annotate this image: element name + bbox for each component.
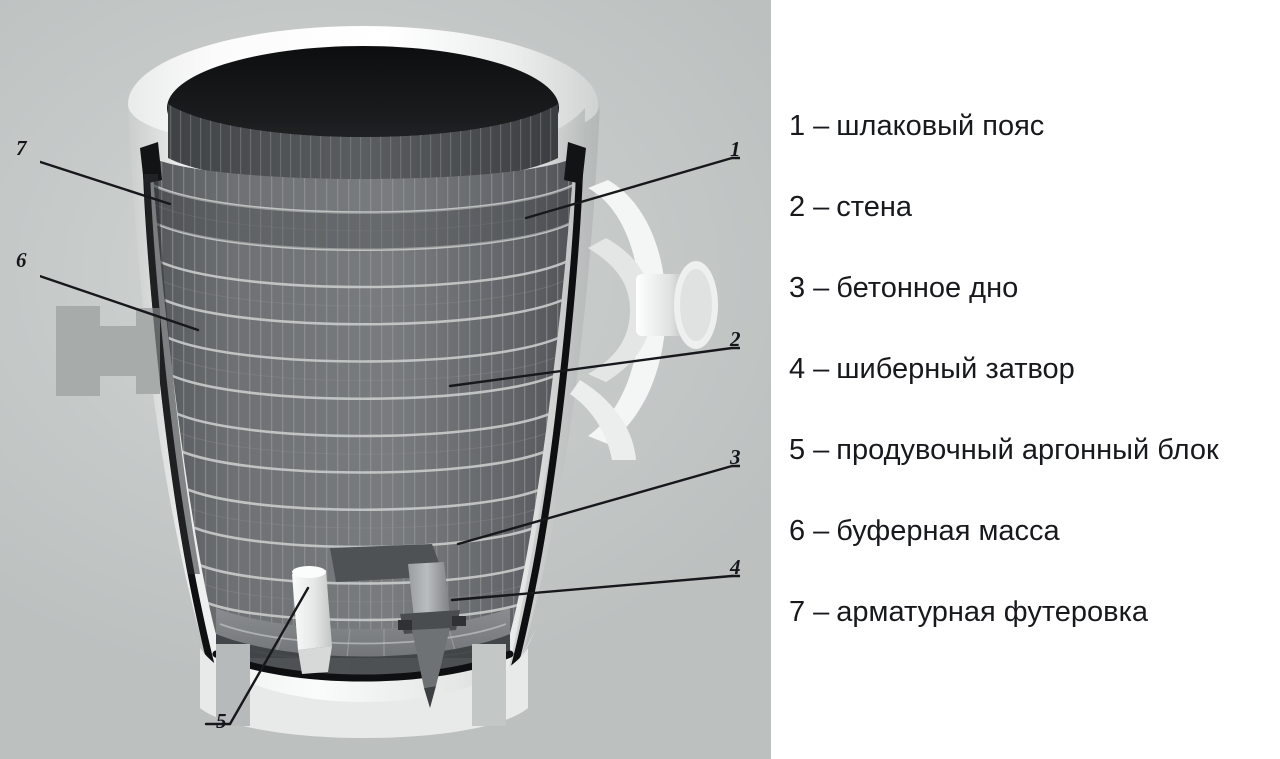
legend-label-6: буферная масса — [836, 515, 1060, 547]
legend-label-5: продувочный аргонный блок — [836, 434, 1219, 466]
argon-purging-block — [292, 566, 332, 674]
callout-7: 7 — [16, 136, 27, 160]
legend-label-7: арматурная футеровка — [836, 596, 1149, 628]
leader-lines — [40, 156, 740, 726]
legend-dash-1: – — [813, 110, 830, 142]
support-leg-right — [472, 644, 506, 726]
figure-panel: 7 6 1 2 3 4 5 — [0, 0, 771, 759]
legend-number-1: 1 — [789, 110, 806, 142]
legend-number-7: 7 — [789, 596, 806, 628]
support-leg-left — [216, 644, 250, 726]
callout-2: 2 — [730, 327, 741, 351]
legend-number-4: 4 — [789, 353, 806, 385]
legend-item-5: 5 – продувочный аргонный блок — [789, 434, 1279, 515]
legend-panel: 1 – шлаковый пояс 2 – стена 3 – бетонное… — [771, 0, 1280, 759]
ladle-outer-bottom — [190, 628, 536, 738]
legend-item-2: 2 – стена — [789, 191, 1279, 272]
callout-3: 3 — [730, 445, 741, 469]
legend-label-1: шлаковый пояс — [836, 110, 1045, 142]
slide-gate — [398, 562, 466, 708]
slag-belt-zone — [152, 184, 574, 250]
legend-number-6: 6 — [789, 515, 806, 547]
ladle-illustration — [40, 8, 740, 738]
callout-4: 4 — [730, 555, 741, 579]
legend-dash-7: – — [813, 596, 830, 628]
legend-dash-5: – — [813, 434, 830, 466]
legend-item-1: 1 – шлаковый пояс — [789, 110, 1279, 191]
legend-item-7: 7 – арматурная футеровка — [789, 596, 1279, 677]
legend-dash-2: – — [813, 191, 830, 223]
legend-item-3: 3 – бетонное дно — [789, 272, 1279, 353]
callout-6: 6 — [16, 248, 27, 272]
legend-list: 1 – шлаковый пояс 2 – стена 3 – бетонное… — [789, 110, 1279, 677]
trunnion-right — [570, 180, 718, 460]
legend-dash-4: – — [813, 353, 830, 385]
legend-dash-6: – — [813, 515, 830, 547]
legend-label-3: бетонное дно — [836, 272, 1019, 304]
legend-number-2: 2 — [789, 191, 806, 223]
legend-dash-3: – — [813, 272, 830, 304]
trunnion-left — [56, 306, 160, 396]
buffer-mass-layer — [144, 174, 200, 574]
legend-item-4: 4 – шиберный затвор — [789, 353, 1279, 434]
legend-label-4: шиберный затвор — [836, 353, 1075, 385]
legend-label-2: стена — [836, 191, 913, 223]
callout-5: 5 — [216, 709, 227, 733]
callout-1: 1 — [730, 137, 741, 161]
legend-number-3: 3 — [789, 272, 806, 304]
legend-item-6: 6 – буферная масса — [789, 515, 1279, 596]
legend-number-5: 5 — [789, 434, 806, 466]
